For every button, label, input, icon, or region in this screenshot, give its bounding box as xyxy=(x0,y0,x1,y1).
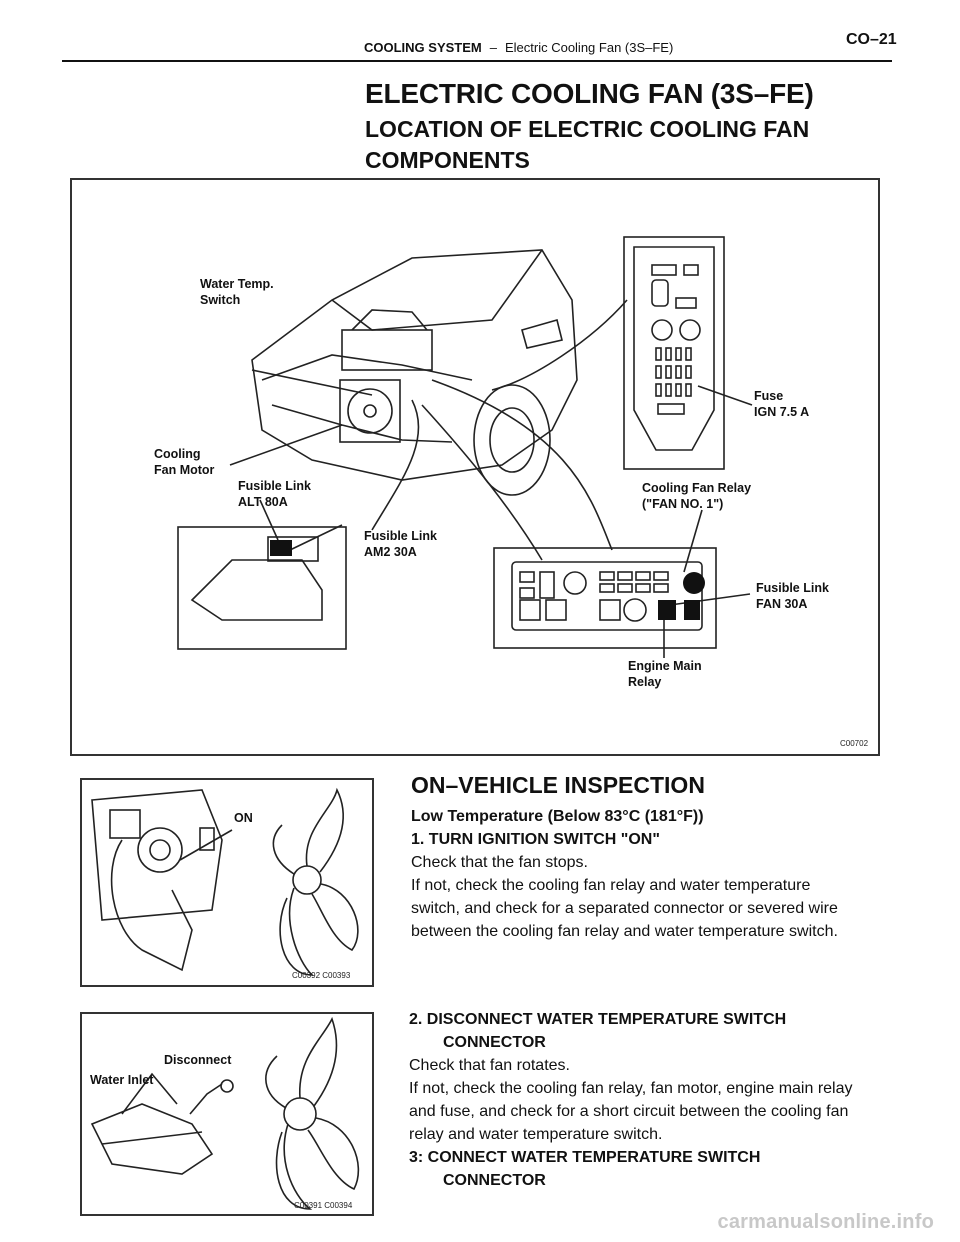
label-cooling-fan-motor-1: Cooling xyxy=(154,447,201,461)
fusible-link-frame xyxy=(177,526,347,650)
label-on: ON xyxy=(234,811,253,825)
step1-text-1: Check that the fan stops. xyxy=(411,854,588,871)
ignition-switch-figure: ON C00392 C00393 xyxy=(80,778,374,987)
running-header: COOLING SYSTEM–Electric Cooling Fan (3S–… xyxy=(364,40,673,55)
step3-heading-a: 3: CONNECT WATER TEMPERATURE SWITCH xyxy=(409,1149,761,1166)
step2-text-1: Check that fan rotates. xyxy=(409,1057,570,1074)
disconnect-connector-drawing: Disconnect Water Inlet C00391 C00394 xyxy=(90,1016,360,1210)
fuse-block-box xyxy=(623,236,725,470)
label-fusible-fan-2: FAN 30A xyxy=(756,597,807,611)
label-water-temp-switch-1: Water Temp. xyxy=(200,277,274,291)
step2-text-2: If not, check the cooling fan relay, fan… xyxy=(409,1080,853,1143)
watermark: carmanualsonline.info xyxy=(717,1211,934,1233)
label-fusible-alt-1: Fusible Link xyxy=(238,479,311,493)
label-fusible-fan-1: Fusible Link xyxy=(756,581,829,595)
figure-code-2: C00391 C00394 xyxy=(294,1201,353,1210)
label-water-inlet: Water Inlet xyxy=(90,1073,154,1087)
label-disconnect: Disconnect xyxy=(164,1053,232,1067)
label-fuse-2: IGN 7.5 A xyxy=(754,405,809,419)
label-fuse-1: Fuse xyxy=(754,389,783,403)
car-body-outline xyxy=(251,249,578,481)
inspection-title: ON–VEHICLE INSPECTION xyxy=(411,772,705,798)
header-rule xyxy=(62,60,892,62)
condition-heading: Low Temperature (Below 83°C (181°F)) xyxy=(411,808,704,825)
step2-heading-b: CONNECTOR xyxy=(443,1034,546,1051)
step1-block: Low Temperature (Below 83°C (181°F)) 1. … xyxy=(411,805,861,943)
figure-code-main: C00702 xyxy=(840,739,869,748)
label-fusible-am2-1: Fusible Link xyxy=(364,529,437,543)
page-subtitle: LOCATION OF ELECTRIC COOLING FAN COMPONE… xyxy=(365,116,810,173)
label-fusible-alt-2: ALT 80A xyxy=(238,495,288,509)
step2-block: 2. DISCONNECT WATER TEMPERATURE SWITCH C… xyxy=(409,1008,859,1192)
step2-heading-a: 2. DISCONNECT WATER TEMPERATURE SWITCH xyxy=(409,1011,787,1028)
label-relay-2: ("FAN NO. 1") xyxy=(642,497,723,511)
figure-code-1: C00392 C00393 xyxy=(292,971,351,980)
page-number: CO–21 xyxy=(846,31,897,48)
header-section: COOLING SYSTEM xyxy=(364,40,482,55)
label-cooling-fan-motor-2: Fan Motor xyxy=(154,463,215,477)
label-relay-1: Cooling Fan Relay xyxy=(642,481,751,495)
page-title: ELECTRIC COOLING FAN (3S–FE) xyxy=(365,78,814,109)
label-fusible-am2-2: AM2 30A xyxy=(364,545,417,559)
label-water-temp-switch-2: Switch xyxy=(200,293,240,307)
label-engine-main-2: Relay xyxy=(628,675,661,689)
header-separator: – xyxy=(489,40,497,55)
label-engine-main-1: Engine Main xyxy=(628,659,702,673)
component-location-drawing: Water Temp. Switch Cooling Fan Motor Fus… xyxy=(154,236,869,748)
step3-heading-b: CONNECTOR xyxy=(443,1172,546,1189)
disconnect-connector-figure: Disconnect Water Inlet C00391 C00394 xyxy=(80,1012,374,1216)
cooling-fan-box xyxy=(339,379,401,443)
step1-heading: 1. TURN IGNITION SWITCH "ON" xyxy=(411,831,660,848)
component-location-figure: Water Temp. Switch Cooling Fan Motor Fus… xyxy=(70,178,880,756)
ignition-switch-drawing: ON C00392 C00393 xyxy=(91,787,359,980)
step1-text-2: If not, check the cooling fan relay and … xyxy=(411,877,838,940)
header-subsection: Electric Cooling Fan (3S–FE) xyxy=(504,40,674,55)
